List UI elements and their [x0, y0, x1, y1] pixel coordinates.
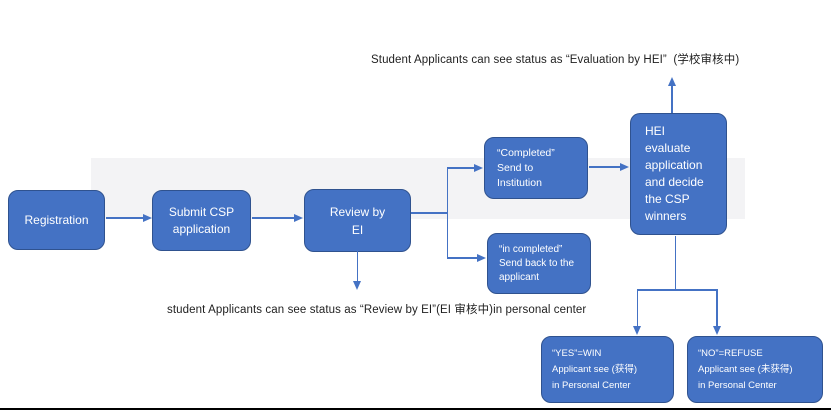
node-yes-win: “YES”=WIN Applicant see (获得) in Personal…: [541, 336, 674, 403]
connector-decision-yes: [636, 289, 639, 327]
connector-registration-submit: [106, 217, 144, 219]
arrowhead-review-status-note: [353, 281, 361, 290]
connector-branch-completed: [447, 167, 476, 169]
connector-review-status-note: [356, 251, 359, 282]
node-registration: Registration: [8, 190, 105, 250]
arrowhead-branch-incompleted: [477, 253, 486, 262]
connector-branch-incompleted: [447, 257, 479, 259]
note-evaluation-by-hei: Student Applicants can see status as “Ev…: [371, 54, 740, 66]
arrowhead-registration-submit: [143, 213, 152, 222]
arrowhead-hei-status-note: [667, 77, 676, 86]
page-bottom-border: [0, 408, 831, 410]
connector-submit-review: [252, 217, 295, 219]
connector-hei-decision: [674, 236, 677, 290]
connector-decision-no: [716, 289, 718, 327]
node-review-by-ei: Review by EI: [304, 189, 411, 252]
node-no-refuse: “NO”=REFUSE Applicant see (未获得) in Perso…: [687, 336, 823, 403]
connector-review-branch: [411, 212, 448, 214]
note-review-by-ei: student Applicants can see status as “Re…: [167, 304, 587, 316]
arrowhead-completed-hei: [620, 162, 629, 171]
node-submit-csp-application: Submit CSP application: [152, 190, 251, 251]
arrowhead-decision-yes: [633, 326, 641, 335]
node-completed-send-to-institution: “Completed” Send to Institution: [484, 137, 588, 199]
branch-vertical-line: [446, 167, 449, 258]
node-incompleted-send-back: “in completed” Send back to the applican…: [487, 233, 591, 294]
node-hei-evaluate: HEI evaluate application and decide the …: [630, 113, 727, 235]
arrowhead-decision-no: [712, 326, 721, 335]
connector-hei-status-note: [671, 85, 673, 113]
arrowhead-branch-completed: [474, 163, 483, 172]
connector-completed-hei: [589, 166, 622, 168]
arrowhead-submit-review: [294, 213, 303, 222]
decision-horizontal-line: [636, 289, 718, 291]
